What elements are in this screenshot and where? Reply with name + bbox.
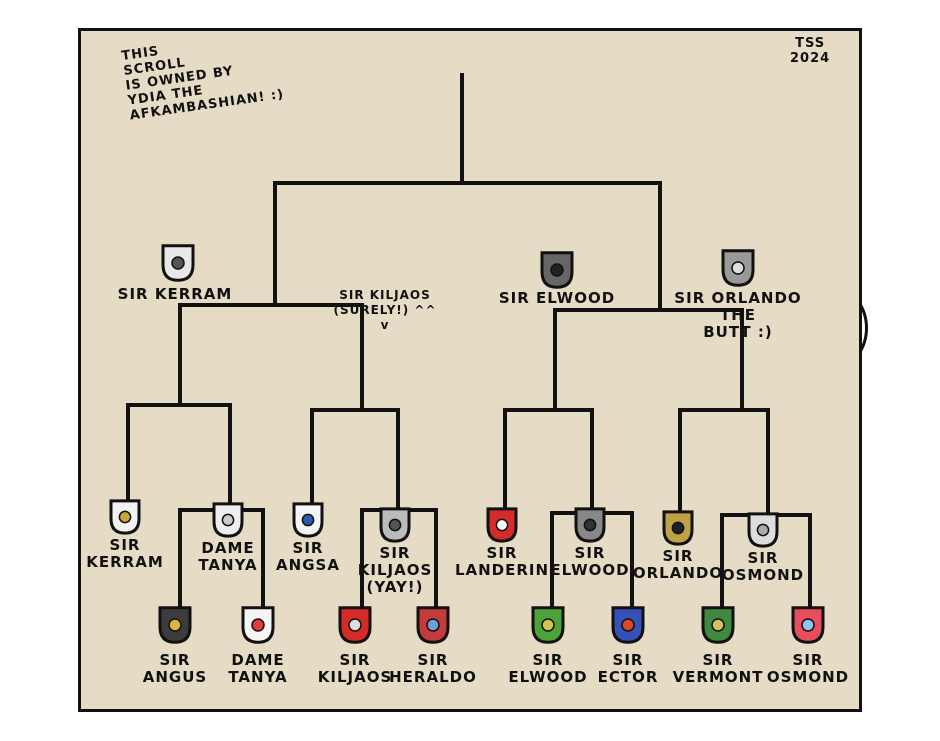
round3-competitor-name: SIR KILJAOS [317,651,393,686]
round1-competitor-name: SIR KILJAOS (SURELY!) ^^ v [333,288,437,332]
shield-icon [338,606,372,644]
shield-icon [531,606,565,644]
shield-icon [574,507,606,543]
round3-competitor-name: SIR HERALDO [389,651,477,686]
round2-competitor-name: SIR OSMOND [721,549,805,584]
shield-icon [109,499,141,535]
round2-competitor-name: DAME TANYA [198,539,258,574]
round3-competitor-name: SIR ECTOR [597,651,659,686]
shield-icon [161,244,195,282]
round1-competitor-name: SIR ORLANDO THE BUTT :) [674,289,802,341]
signature: TSS 2024 [790,36,831,66]
shield-icon [791,606,825,644]
shield-icon [241,606,275,644]
round3-competitor-name: SIR ANGUS [142,651,208,686]
round1-competitor-name: SIR KERRAM [117,285,233,303]
round2-competitor-name: SIR ELWOOD [550,544,630,579]
shield-icon [158,606,192,644]
shield-icon [662,510,694,546]
round3-competitor-name: DAME TANYA [228,651,288,686]
shield-icon [379,507,411,543]
shield-icon [701,606,735,644]
shield-icon [212,502,244,538]
shield-icon [540,251,574,289]
shield-icon [486,507,518,543]
round2-competitor-name: SIR ORLANDO [632,547,724,582]
round2-competitor-name: SIR KILJAOS (YAY!) [357,544,433,596]
round3-competitor-name: SIR ELWOOD [508,651,588,686]
shield-icon [416,606,450,644]
shield-icon [747,512,779,548]
shield-icon [292,502,324,538]
round1-competitor-name: SIR ELWOOD [498,289,616,307]
shield-icon [721,249,755,287]
round3-competitor-name: SIR OSMOND [766,651,850,686]
round3-competitor-name: SIR VERMONT [672,651,764,686]
round2-competitor-name: SIR LANDERIN [454,544,550,579]
round2-competitor-name: SIR ANGSA [276,539,340,574]
shield-icon [611,606,645,644]
scroll-paper [78,28,862,712]
round2-competitor-name: SIR KERRAM [86,536,164,571]
